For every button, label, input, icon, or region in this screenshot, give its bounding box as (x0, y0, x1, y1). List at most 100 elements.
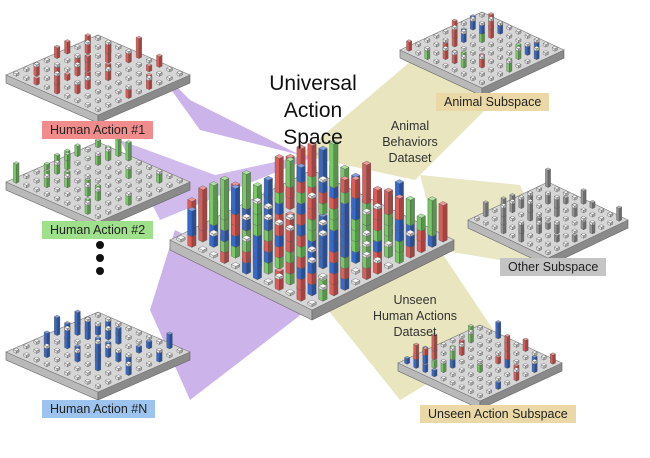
plate-animal-bar-top (515, 46, 522, 49)
plate-unseen-bar-top (477, 392, 483, 396)
plate-human-action-1-bar-top (94, 53, 102, 57)
plate-human-action-n-bar-top (145, 361, 153, 365)
plate-human-action-1-bar-top (84, 102, 91, 106)
plate-other-bar-top (607, 220, 614, 224)
plate-universal-bar-top (372, 202, 383, 208)
plate-animal-bars (406, 12, 558, 86)
plate-universal-bar-left (340, 177, 345, 194)
plate-human-action-2-bar-left (125, 141, 129, 162)
plate-human-action-1-bar-right (108, 63, 112, 82)
plate-human-action-n-bar-left (64, 322, 68, 341)
plate-human-action-n-bar-top (43, 343, 51, 347)
plate-human-action-1-bar-top (94, 44, 102, 48)
plate-other-bar-top (527, 232, 534, 236)
plate-animal-bar-left (461, 51, 464, 69)
plate-human-action-n-bar-top (135, 344, 143, 348)
plate-unseen-bar-top (513, 350, 520, 354)
plate-other-bar-top (536, 194, 543, 198)
plate-universal-bar-top (220, 175, 230, 181)
plate-universal-bar-left (438, 203, 444, 243)
plate-human-action-1-bar-left (125, 88, 129, 99)
plate-universal-bar-top (394, 194, 404, 199)
plate-unseen-bar-top (486, 354, 493, 358)
plate-human-action-n-bar-top (115, 374, 122, 378)
plate-human-action-n-bar-top (166, 352, 173, 356)
plate-human-action-2-bar-top (74, 195, 81, 199)
label-human-action-2: Human Action #2 (42, 221, 154, 239)
plate-human-action-n-bar-top (135, 365, 143, 369)
plate-human-action-2-bar-top (105, 164, 112, 168)
plate-human-action-2-bar-top (135, 169, 143, 173)
plate-human-action-1-bar-left (156, 55, 160, 68)
plate-human-action-2-bar-top (94, 213, 102, 217)
plate-universal-bar-right (235, 186, 240, 216)
plate-universal-bar-left (362, 162, 367, 205)
plate-human-action-n-bar-top (64, 321, 71, 325)
plate-animal-bar-top (460, 29, 467, 33)
plate-animal-bar-top (479, 20, 485, 24)
plate-unseen-bar-top (467, 354, 474, 358)
plate-human-action-1-bar-top (13, 70, 20, 75)
plate-animal-bar-top (497, 37, 504, 41)
plate-other-bar-right (618, 206, 622, 222)
plate-human-action-n-bar-top (94, 339, 102, 343)
plate-unseen-bar-top (467, 324, 474, 328)
ellipsis-dot-2 (96, 254, 104, 262)
plate-universal-bar-top (252, 182, 262, 187)
plate-other-bar-top (545, 232, 551, 236)
plate-animal-bar-top (524, 41, 531, 45)
plate-animal-bar-right (490, 13, 494, 31)
plate-universal-bar-top (209, 251, 219, 256)
plate-human-action-1-bar-top (84, 33, 91, 37)
plate-animal-bar-top (506, 58, 513, 62)
plate-human-action-n-bar-top (125, 361, 132, 365)
plate-human-action-n-bar-top (84, 370, 91, 374)
plate-universal-bar-top (285, 213, 295, 219)
plate-human-action-1-bar-top (115, 97, 122, 101)
plate-universal-bar-right (366, 162, 371, 205)
plate-animal-bar-top (488, 50, 495, 54)
plate-unseen-bar-top (486, 337, 493, 341)
plate-other-bar-top (562, 232, 569, 236)
plate-universal-bar-top (362, 208, 372, 213)
plate-animal-bar-top (515, 62, 522, 66)
plate-other-bar-top (571, 233, 578, 237)
plate-universal-bar-top (252, 197, 262, 203)
plate-human-action-1-bar-top (94, 79, 102, 83)
plate-human-action-2-bar-top (166, 173, 173, 177)
plate-unseen-bar-right (425, 363, 429, 374)
plate-human-action-2-bar-right (159, 173, 163, 184)
plate-universal-bar-left (416, 215, 422, 232)
plate-universal-bar-top (285, 289, 295, 294)
plate-human-action-n-bar-top (135, 339, 143, 343)
plate-human-action-n-bar-top (125, 352, 132, 356)
plate-human-action-2-bar-top (145, 164, 153, 168)
plate-other-bar-top (607, 211, 614, 215)
plate-animal-bar-top (460, 71, 467, 75)
plate-unseen-bar-top (467, 371, 474, 375)
plate-human-action-n-bar-top (74, 374, 81, 378)
plate-unseen-bar-top (458, 367, 465, 371)
plate-human-action-2-bar-top (94, 186, 102, 190)
plate-universal-bar-top (198, 245, 208, 251)
plate-other-bar-top (562, 224, 569, 228)
plate-human-action-n-bar-top (74, 365, 81, 369)
animal-dataset-note: Animal Behaviors Dataset (370, 118, 450, 166)
plate-unseen-bar-left (449, 359, 453, 369)
plate-human-action-2-bar-top (145, 173, 153, 177)
plate-universal-bar-top (372, 256, 383, 262)
plate-universal-bar-left (274, 269, 280, 291)
plate-other-bar-top (589, 200, 596, 204)
plate-human-action-n-bar-top (84, 316, 91, 320)
plate-human-action-2-bar-top (125, 140, 132, 144)
plate-human-action-2-bar-top (94, 169, 102, 173)
plate-universal-bar-right (355, 177, 361, 200)
animal-dataset-note-line-3: Dataset (388, 151, 432, 165)
plate-other-bar-top (562, 241, 569, 245)
plate-animal-bar-left (488, 13, 492, 31)
plate-other-bar-top (509, 193, 516, 197)
plate-universal-bar-right (191, 208, 197, 237)
plate-unseen-bar-top (467, 346, 474, 350)
plate-universal-bar-top (307, 299, 317, 305)
plate-other-bar-top (527, 241, 534, 245)
